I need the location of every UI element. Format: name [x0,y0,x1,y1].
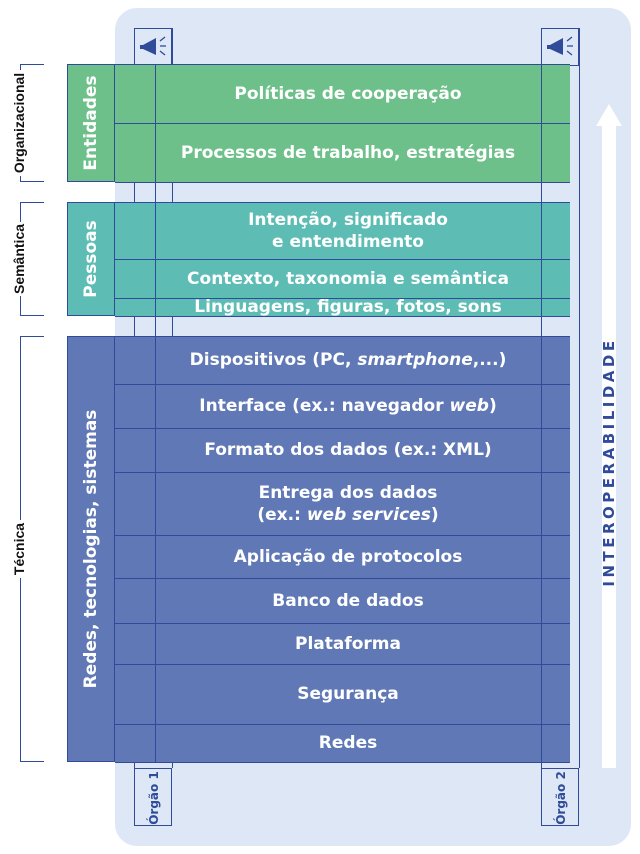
orgao1-icon-box [134,28,172,66]
group-label-pessoas: Pessoas [81,220,101,298]
megaphone-icon [140,36,166,56]
layer-label-organizacional: Organizacional [11,72,27,174]
tecnica-band [115,336,570,762]
row-linguagens: Linguagens, figuras, fotos, sons [194,297,502,317]
row-dispositivos: Dispositivos (PC, smartphone,...) [189,350,507,370]
redes-box [67,336,115,762]
group-label-entidades: Entidades [81,75,101,171]
row-separator [115,336,570,337]
row-entrega: Entrega dos dados (ex.: web services) [257,482,439,525]
row-separator [115,535,570,536]
row-separator [115,123,570,124]
row-banco: Banco de dados [272,590,424,611]
row-separator [115,298,570,299]
row-aplicacao: Aplicação de protocolos [233,546,463,567]
orgao2-column-right-line [579,28,580,768]
row-redes: Redes [318,733,378,753]
row-politicas: Políticas de cooperação [234,83,462,104]
orgao1-label: Órgão 1 [147,771,161,825]
row-separator [115,664,570,665]
label-bg [4,222,34,296]
row-separator [115,428,570,429]
megaphone-icon [547,36,573,56]
row-separator [115,623,570,624]
row-interface: Interface (ex.: navegador web) [199,396,497,416]
row-seguranca: Segurança [297,684,399,704]
row-separator [115,259,570,260]
row-separator [115,472,570,473]
orgao2-label-box: Órgão 2 [541,768,579,826]
row-separator [115,724,570,725]
orgao2-icon-box [541,28,579,66]
row-separator [115,182,570,183]
row-plataforma: Plataforma [294,633,401,654]
row-contexto: Contexto, taxonomia e semântica [187,268,509,289]
orgao2-inner-line [541,64,542,762]
orgao1-label-box: Órgão 1 [134,768,172,826]
group-label-redes: Redes, tecnologias, sistemas [81,409,101,689]
row-separator [115,578,570,579]
entidades-box [67,64,115,182]
row-separator [115,64,570,65]
layer-label-semantica: Semântica [11,223,27,295]
row-separator [115,316,570,317]
label-bg [4,520,34,578]
up-arrow-icon [596,104,622,768]
label-bg [4,70,34,176]
row-separator [115,762,570,763]
interoperabilidade-label: INTEROPERABILIDADE [600,337,618,587]
orgao1-inner-line [155,64,156,762]
row-separator [115,202,570,203]
row-separator [115,384,570,385]
row-formato: Formato dos dados (ex.: XML) [204,440,492,460]
layer-label-tecnica: Técnica [11,522,27,576]
row-processos: Processos de trabalho, estratégias [180,142,516,163]
orgao2-label: Órgão 2 [554,771,568,825]
pessoas-box [67,202,115,316]
